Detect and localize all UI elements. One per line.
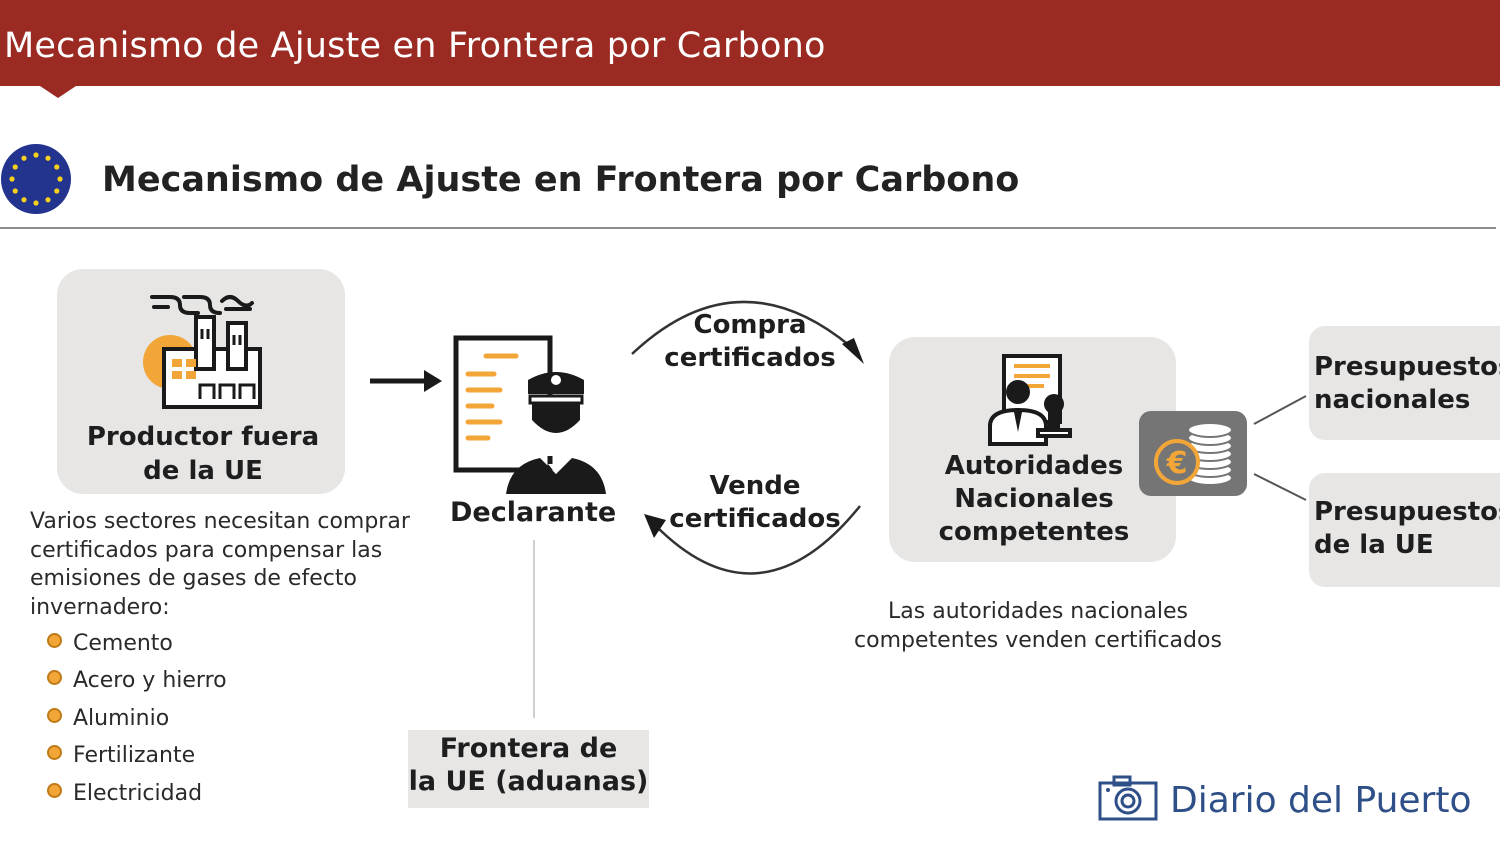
budget-label-line2: de la UE: [1314, 530, 1434, 560]
arc-arrow-left-icon: [644, 505, 861, 575]
declarante-label: Declarante: [450, 497, 617, 528]
budget-label-ue: Presupuestos de la UE: [1314, 496, 1500, 562]
sector-label: Aluminio: [73, 706, 170, 731]
autoridades-description-line2: competentes venden certificados: [854, 627, 1222, 653]
producer-label: Productor fuera de la UE: [57, 420, 349, 488]
producer-label-line2: de la UE: [143, 456, 263, 486]
camera-icon: [1098, 775, 1158, 821]
producer-label-line1: Productor fuera: [86, 422, 320, 452]
compra-label-line2: certificados: [664, 343, 836, 373]
sector-item: Electricidad: [47, 781, 202, 811]
declarant-document-icon: [453, 335, 606, 494]
eu-star: [12, 188, 18, 194]
budget-label-line1: Presupuestos: [1314, 497, 1500, 527]
autoridades-label-line2: Nacionales: [954, 484, 1114, 514]
arrow-right-icon: [370, 370, 442, 392]
frontera-label: Frontera de la UE (aduanas): [408, 732, 649, 798]
frontera-box: [408, 730, 649, 808]
eu-star: [54, 188, 60, 194]
sector-item: Aluminio: [47, 706, 169, 736]
budget-card-nacionales: [1309, 326, 1500, 440]
title-divider: [0, 227, 1496, 229]
header-notch: [40, 86, 76, 98]
eu-star: [54, 164, 60, 170]
autoridades-label-line3: competentes: [938, 517, 1130, 547]
svg-text:€: €: [1166, 446, 1188, 481]
autoridades-description-line1: Las autoridades nacionales: [888, 599, 1188, 624]
bullet-icon: [47, 783, 62, 798]
frontera-label-line1: Frontera de: [439, 733, 618, 764]
header-bar: [0, 0, 1500, 86]
vende-label-line1: Vende: [709, 471, 801, 501]
sector-item: Fertilizante: [47, 743, 195, 773]
factory-icon: [143, 295, 262, 409]
eu-star: [45, 155, 51, 161]
vende-label: Vende certificados: [655, 470, 855, 536]
bullet-icon: [47, 633, 62, 648]
budget-label-nacionales: Presupuestos nacionales: [1314, 351, 1500, 417]
arc-arrow-right-icon: [631, 300, 864, 364]
bullet-icon: [47, 745, 62, 760]
autoridades-label: Autoridades Nacionales competentes: [889, 450, 1179, 549]
eu-star: [9, 176, 15, 182]
eu-star: [33, 152, 39, 158]
eu-star: [45, 197, 51, 203]
sector-item: Cemento: [47, 631, 173, 661]
sector-label: Fertilizante: [73, 743, 196, 768]
connector-line: [533, 540, 535, 718]
eu-star: [12, 164, 18, 170]
eu-star: [33, 200, 39, 206]
vende-label-line2: certificados: [669, 504, 841, 534]
eu-star: [21, 155, 27, 161]
authority-stamp-icon: [988, 354, 1072, 446]
header-title: Mecanismo de Ajuste en Frontera por Carb…: [4, 26, 826, 66]
bullet-icon: [47, 670, 62, 685]
sector-item: Acero y hierro: [47, 668, 227, 698]
sector-label: Electricidad: [73, 781, 203, 806]
budget-card-ue: [1309, 473, 1500, 587]
budget-label-line1: Presupuestos: [1314, 352, 1500, 382]
bullet-icon: [47, 708, 62, 723]
compra-label: Compra certificados: [650, 309, 850, 375]
eu-flag-icon: [1, 144, 71, 214]
frontera-label-line2: la UE (aduanas): [408, 766, 649, 797]
figure-title: Mecanismo de Ajuste en Frontera por Carb…: [102, 160, 1020, 200]
producer-description: Varios sectores necesitan comprar certif…: [30, 509, 410, 620]
compra-label-line1: Compra: [693, 310, 807, 340]
eu-star: [21, 197, 27, 203]
eu-star: [57, 176, 63, 182]
euro-coins-icon: €: [1154, 422, 1233, 486]
budget-connectors: [1253, 395, 1307, 501]
autoridades-label-line1: Autoridades: [944, 451, 1124, 481]
sector-label: Cemento: [73, 631, 173, 656]
autoridades-description: Las autoridades nacionales competentes v…: [820, 598, 1256, 655]
sector-label: Acero y hierro: [73, 668, 227, 693]
watermark-text: Diario del Puerto: [1170, 780, 1472, 821]
budget-label-line2: nacionales: [1314, 385, 1471, 415]
